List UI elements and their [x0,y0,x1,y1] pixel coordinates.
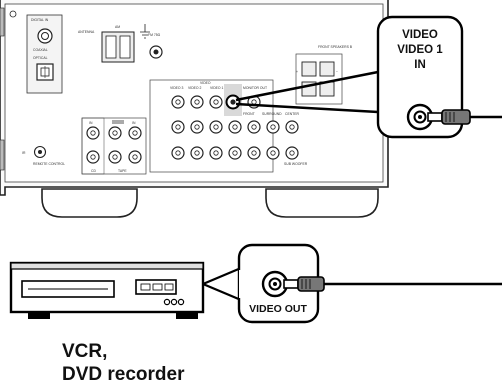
callout-video1-in: VIDEO VIDEO 1 IN [235,15,502,139]
front-label: FRONT [243,112,255,116]
cd-in-label: IN [89,121,93,125]
cd-label: CD [91,169,96,173]
svg-text:+: + [296,70,298,74]
video-cable-plug-top [427,109,502,125]
subwoofer-label: SUB WOOFER [284,162,308,166]
device-caption-line2: DVD recorder [62,364,185,385]
cd-tape-block: CD TAPE IN IN [81,117,147,175]
video-out-jack [261,270,289,298]
tape-label: TAPE [118,169,127,173]
video-out-label: VIDEO OUT [249,303,307,315]
video-section: VIDEO VIDEO 3 VIDEO 2 VIDEO 1 DVD MONITO… [149,79,299,173]
am-label: AM [115,25,120,29]
antenna-block: ANTENNA AM FM 75Ω [78,24,163,63]
video1-label: VIDEO 1 [210,86,223,90]
svg-text:−: − [336,70,338,74]
optical-label: OPTICAL [33,56,48,60]
vcr-device [9,261,205,319]
callout-top-line1: VIDEO [402,29,438,41]
center-label: CENTER [285,112,299,116]
digital-in-block: DIGITAL IN COAXIAL OPTICAL [9,10,63,94]
video2-label: VIDEO 2 [188,86,201,90]
audio-jack-row-upper [171,120,261,134]
multichannel-jacks: SUB WOOFER [266,120,308,166]
digital-in-label: DIGITAL IN [31,18,49,22]
remote-control-label: REMOTE CONTROL [33,162,65,166]
ir-label: IR [22,151,26,155]
callout-top-line3: IN [414,59,426,71]
audio-jack-row-lower [171,146,261,160]
callout-video-out: VIDEO OUT [202,243,502,324]
front-speakers-b-label: FRONT SPEAKERS B [318,45,353,49]
coaxial-label: COAXIAL [33,48,48,52]
monitor-out-label: MONITOR OUT [243,86,267,90]
callout-top-line2: VIDEO 1 [397,44,443,56]
tape-in-label: IN [132,121,136,125]
video-cable-plug-bottom [283,276,502,292]
antenna-label: ANTENNA [78,30,95,34]
fm-label: FM 75Ω [148,33,161,37]
remote-control-block: IR REMOTE CONTROL [22,145,65,166]
video-section-label: VIDEO [200,81,211,85]
device-caption-line1: VCR, [62,341,108,362]
surround-label: SURROUND [262,112,282,116]
video3-label: VIDEO 3 [170,86,183,90]
receiver-rear-panel: DIGITAL IN COAXIAL OPTICAL ANTENNA AM FM… [0,0,389,218]
